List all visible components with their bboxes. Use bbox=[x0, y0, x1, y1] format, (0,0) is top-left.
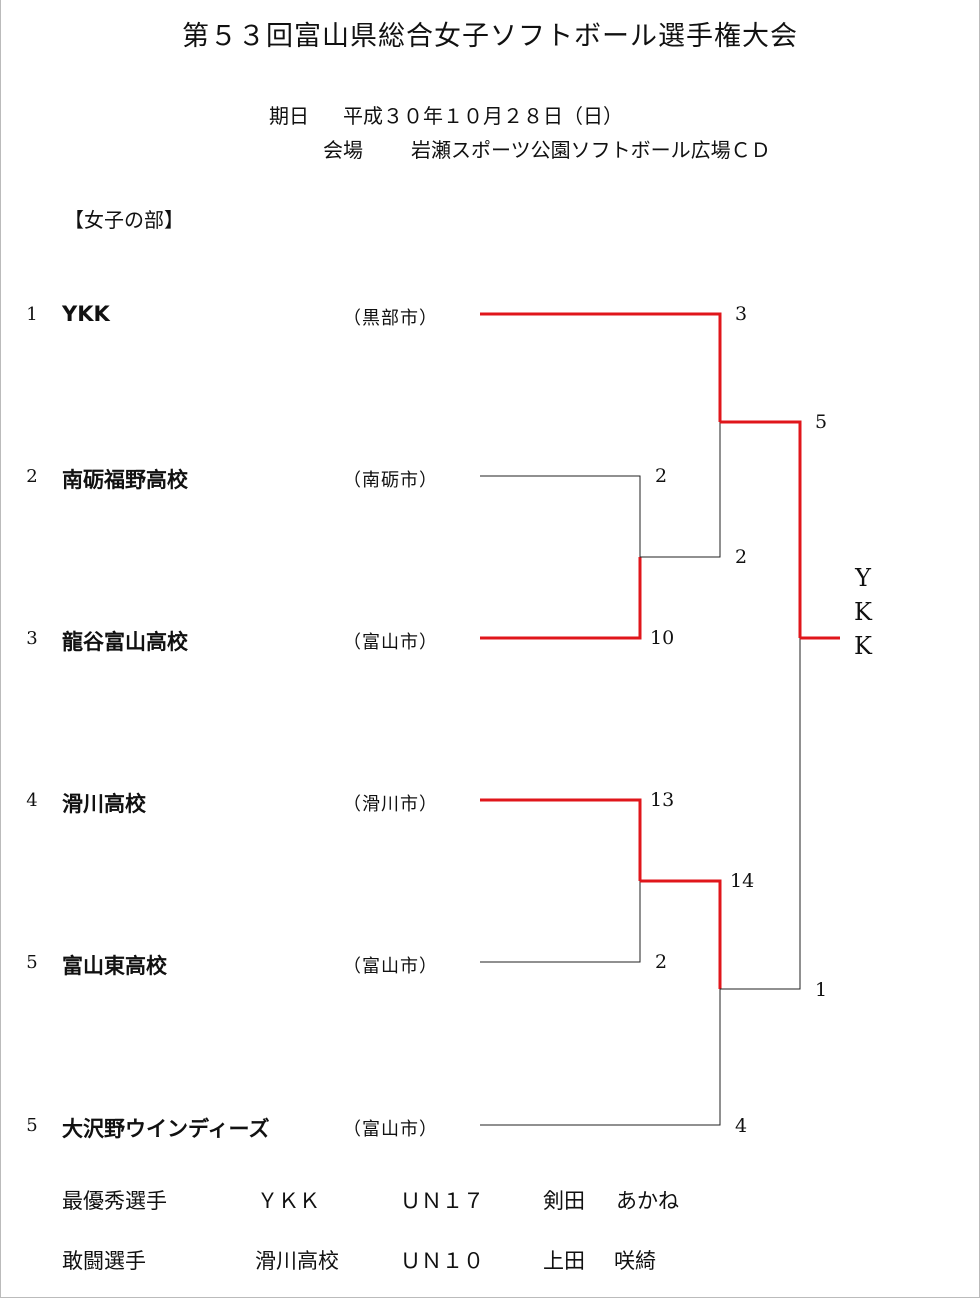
score-final-b: 1 bbox=[815, 979, 828, 1001]
section-label: 【女子の部】 bbox=[64, 208, 184, 232]
bracket-line-team5 bbox=[480, 881, 641, 963]
score-r1-top-b: 10 bbox=[650, 627, 675, 649]
award-team: ＹＫＫ bbox=[257, 1189, 320, 1213]
score-final-a: 5 bbox=[815, 411, 828, 433]
team-name: 龍谷富山高校 bbox=[62, 630, 188, 654]
bracket-line-sf-bot-upper bbox=[640, 879, 722, 989]
award-surname: 剣田 bbox=[543, 1189, 585, 1213]
award-given: あかね bbox=[616, 1189, 679, 1213]
team-name: YKK bbox=[62, 302, 110, 326]
score-r1-bot-a: 13 bbox=[650, 789, 675, 811]
bracket-line-team4 bbox=[480, 798, 642, 881]
score-sf-bot-b: 4 bbox=[735, 1115, 748, 1137]
team-seed: 2 bbox=[26, 466, 38, 487]
team-seed: 5 bbox=[26, 952, 38, 973]
bracket-line-team3 bbox=[480, 557, 642, 640]
date-label: 期日 bbox=[269, 104, 309, 128]
team-city: （富山市） bbox=[343, 1119, 438, 1140]
champion-char: K bbox=[854, 632, 872, 660]
award-surname: 上田 bbox=[543, 1249, 585, 1273]
bracket-line-final-bot bbox=[720, 638, 801, 990]
award-title: 最優秀選手 bbox=[62, 1189, 167, 1213]
bracket-line-sf-top-lower bbox=[640, 422, 721, 558]
award-title: 敢闘選手 bbox=[62, 1249, 146, 1273]
team-seed: 4 bbox=[26, 790, 38, 811]
bracket-line-team1 bbox=[480, 312, 722, 422]
score-sf-top-a: 3 bbox=[735, 303, 748, 325]
team-name: 南砺福野高校 bbox=[62, 468, 188, 492]
team-city: （黒部市） bbox=[343, 308, 438, 329]
team-city: （富山市） bbox=[343, 956, 438, 977]
award-number: ＵＮ１０ bbox=[400, 1249, 484, 1273]
award-team: 滑川高校 bbox=[255, 1249, 339, 1273]
team-name: 富山東高校 bbox=[62, 954, 167, 978]
champion-char: K bbox=[854, 598, 872, 626]
team-seed: 3 bbox=[26, 628, 38, 649]
team-name: 滑川高校 bbox=[62, 792, 146, 816]
bracket-line-team2 bbox=[480, 475, 641, 557]
team-seed: 1 bbox=[26, 304, 38, 325]
award-given: 咲綺 bbox=[614, 1249, 656, 1273]
award-number: ＵＮ１７ bbox=[400, 1189, 484, 1213]
score-r1-top-a: 2 bbox=[655, 465, 668, 487]
page-title: 第５３回富山県総合女子ソフトボール選手権大会 bbox=[182, 21, 798, 52]
bracket-line-final-top bbox=[720, 420, 802, 638]
team-name: 大沢野ウインディーズ bbox=[62, 1117, 270, 1141]
score-r1-bot-b: 2 bbox=[655, 951, 668, 973]
bracket-line-team6 bbox=[480, 989, 721, 1126]
team-city: （滑川市） bbox=[343, 794, 438, 815]
score-sf-bot-a: 14 bbox=[730, 870, 755, 892]
venue-value: 岩瀬スポーツ公園ソフトボール広場ＣＤ bbox=[411, 138, 771, 162]
team-city: （富山市） bbox=[343, 632, 438, 653]
venue-label: 会場 bbox=[323, 138, 363, 162]
team-seed: 5 bbox=[26, 1115, 38, 1136]
score-sf-top-b: 2 bbox=[735, 546, 748, 568]
team-city: （南砺市） bbox=[343, 470, 438, 491]
date-value: 平成３０年１０月２８日（日） bbox=[343, 104, 623, 128]
champion-char: Y bbox=[855, 564, 871, 592]
